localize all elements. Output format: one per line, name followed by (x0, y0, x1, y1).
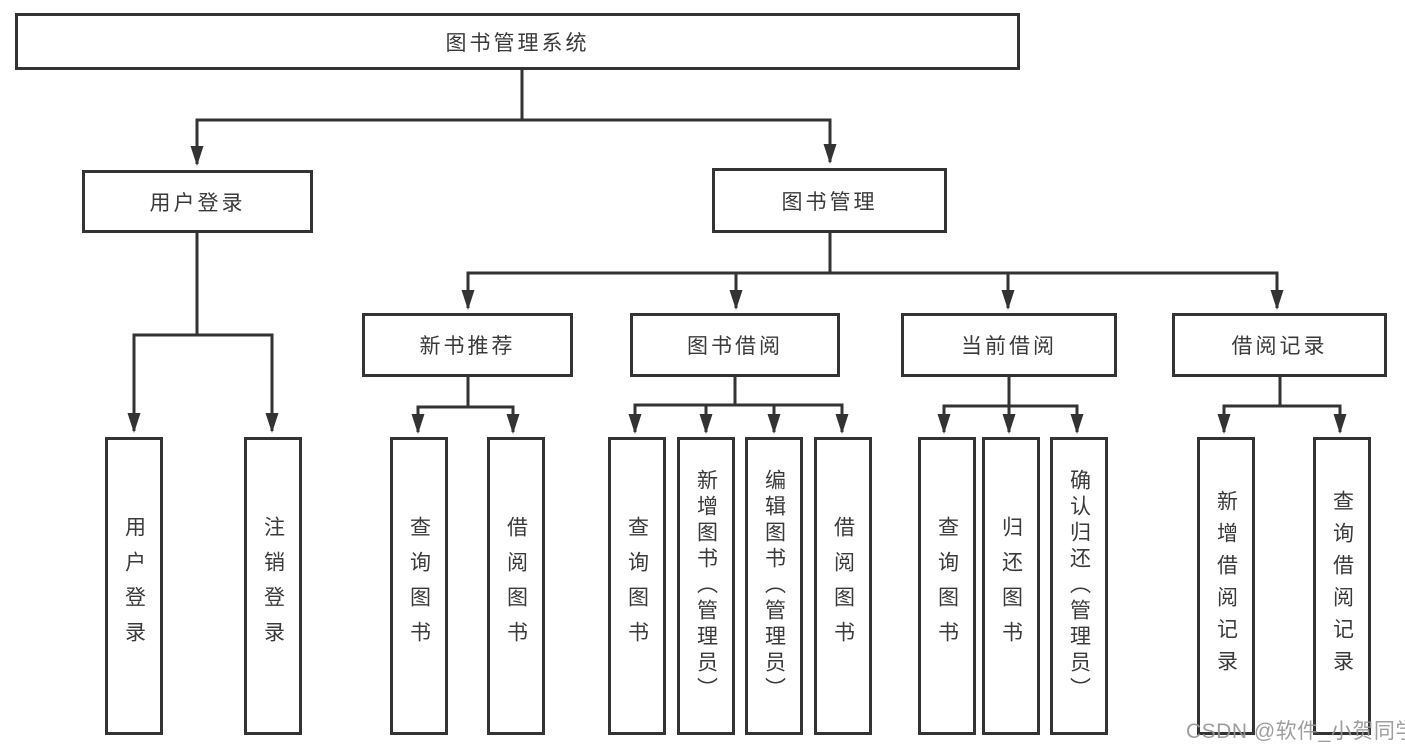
node-confirm-return-admin: 确认归还（管理员） (1050, 437, 1108, 735)
node-query-books-current: 查询图书 (918, 437, 976, 735)
node-label: 用户登录 (149, 191, 246, 215)
node-add-borrow-record: 新增借阅记录 (1197, 437, 1255, 735)
node-label: 查询图书 (625, 516, 649, 656)
node-label: 用户登录 (122, 516, 146, 656)
node-borrow-books-borrowing: 借阅图书 (814, 437, 872, 735)
node-label: 当前借阅 (961, 335, 1057, 358)
node-label: 借阅记录 (1231, 335, 1328, 358)
node-query-borrow-record: 查询借阅记录 (1313, 437, 1371, 735)
node-borrowing-records: 借阅记录 (1172, 313, 1387, 377)
node-label: 借阅图书 (504, 516, 528, 656)
node-edit-books-admin: 编辑图书（管理员） (745, 437, 803, 735)
node-user-login-leaf: 用户登录 (105, 437, 163, 735)
node-label: 图书管理系统 (445, 31, 590, 55)
node-label: 查询借阅记录 (1330, 490, 1354, 682)
node-label: 查询图书 (407, 516, 431, 656)
node-borrow-books-recommend: 借阅图书 (487, 437, 545, 735)
node-current-borrowing: 当前借阅 (901, 313, 1117, 377)
node-label: 新增借阅记录 (1214, 490, 1238, 682)
node-book-borrowing: 图书借阅 (630, 313, 840, 377)
node-query-books-recommend: 查询图书 (390, 437, 448, 735)
node-new-book-recommendation: 新书推荐 (362, 313, 573, 377)
node-label: 新增图书（管理员） (694, 469, 718, 703)
node-label: 图书借阅 (687, 335, 783, 358)
node-label: 借阅图书 (831, 516, 855, 656)
node-return-books: 归还图书 (982, 437, 1040, 735)
node-label: 新书推荐 (419, 335, 516, 358)
node-label: 查询图书 (935, 516, 959, 656)
node-label: 归还图书 (999, 516, 1023, 656)
node-label: 编辑图书（管理员） (762, 469, 786, 703)
node-label: 注销登录 (261, 516, 285, 656)
node-add-books-admin: 新增图书（管理员） (677, 437, 735, 735)
node-logout: 注销登录 (244, 437, 302, 735)
node-label: 图书管理 (781, 190, 878, 214)
node-label: 确认归还（管理员） (1067, 469, 1091, 703)
csdn-watermark: CSDN @软件_小贺同学 (1186, 720, 1405, 743)
node-user-login: 用户登录 (82, 170, 313, 233)
node-book-management: 图书管理 (712, 168, 947, 233)
node-query-books-borrowing: 查询图书 (608, 437, 666, 735)
node-library-management-system: 图书管理系统 (15, 13, 1020, 70)
